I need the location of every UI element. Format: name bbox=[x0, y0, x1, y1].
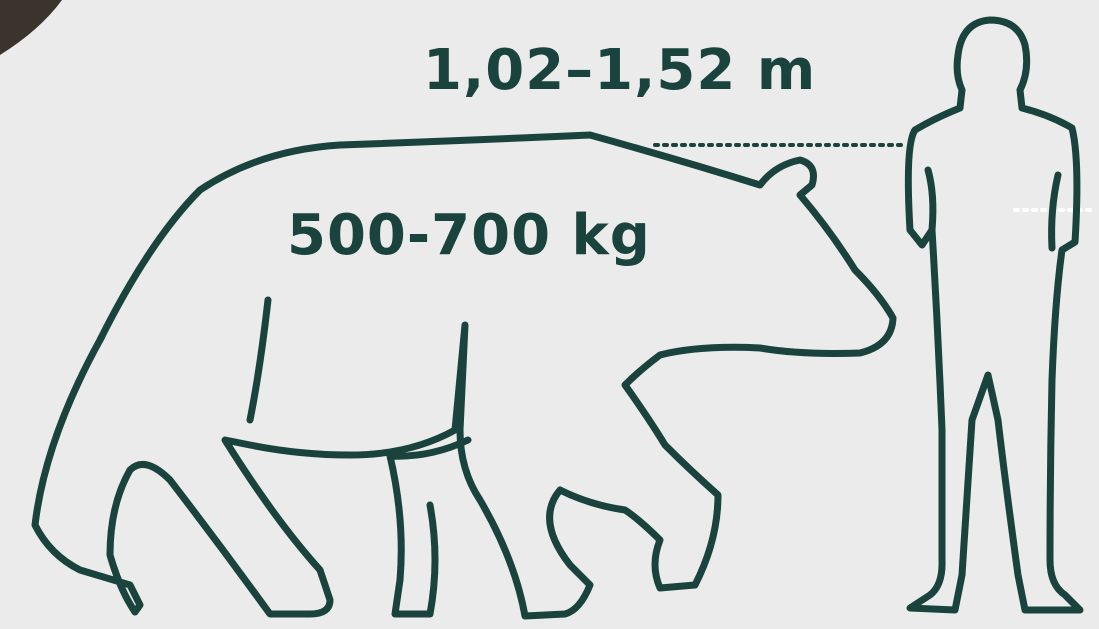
weight-label: 500-700 kg bbox=[287, 203, 651, 268]
height-label: 1,02–1,52 m bbox=[423, 38, 816, 103]
human-outline-icon bbox=[908, 20, 1080, 610]
photo-corner bbox=[0, 0, 62, 55]
